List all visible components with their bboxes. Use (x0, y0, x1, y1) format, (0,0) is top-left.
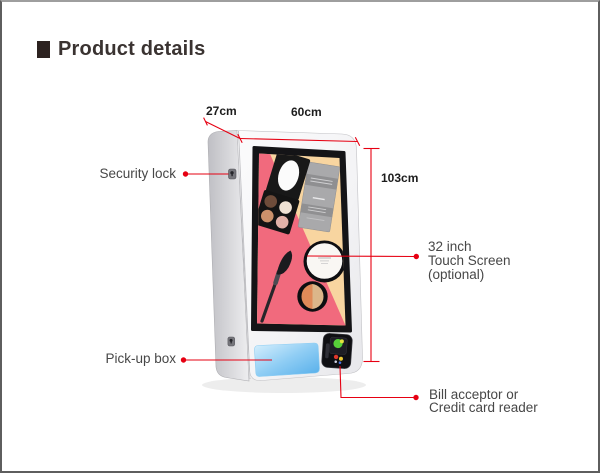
dim-label-width: 60cm (291, 105, 322, 119)
dimension-annotations (186, 117, 415, 399)
dim-label-depth: 27cm (206, 104, 237, 118)
machine-shadow (202, 377, 366, 393)
callout-touch-screen-line1: 32 inch (428, 239, 472, 254)
section-heading: Product details (37, 38, 205, 60)
dimension-line-depth (205, 121, 241, 139)
leader-dots (180, 171, 419, 401)
card-reader (321, 333, 353, 369)
machine-side-panel (207, 130, 250, 382)
lower-lock-icon (227, 336, 235, 347)
page-title: Product details (58, 38, 206, 60)
callout-touch-screen-line3: (optional) (428, 266, 485, 282)
door-seam (238, 130, 251, 380)
callout-touch-screen: 32 inch Touch Screen (optional) (428, 240, 511, 281)
screen-mirror-compact-icon (303, 240, 346, 283)
dimension-line-width (239, 137, 358, 143)
leader-touch-screen (306, 255, 415, 258)
screen-makeup-brush-icon (260, 250, 293, 323)
screen-eyeshadow-palette-icon (257, 153, 311, 235)
square-bullet-icon (37, 41, 50, 58)
callout-bill-acceptor: Bill acceptor or Credit card reader (429, 387, 538, 415)
pickup-window (254, 342, 320, 377)
callout-pickup-box: Pick-up box (105, 351, 176, 366)
leader-bill-acceptor (339, 365, 414, 399)
callout-bill-acceptor-line2: Credit card reader (429, 399, 538, 415)
callout-touch-screen-line2: Touch Screen (428, 252, 511, 268)
screen-content (257, 153, 346, 326)
dim-label-height: 103cm (381, 171, 419, 185)
screen-blush-duo-icon (297, 281, 328, 312)
callout-security-lock: Security lock (99, 166, 176, 181)
screen-product-box-icon (298, 161, 340, 233)
security-lock-icon (228, 168, 237, 180)
callout-bill-acceptor-line1: Bill acceptor or (429, 387, 519, 402)
